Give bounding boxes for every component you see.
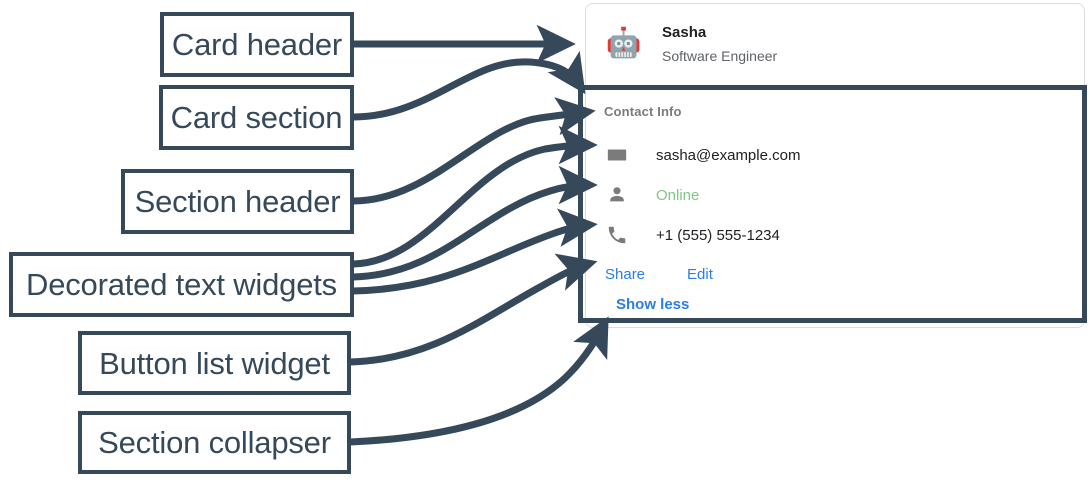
button-list-widget: Share Edit [605,266,1068,283]
arrow-decorated-text-3 [352,208,598,295]
callout-section-header: Section header [121,169,354,234]
person-icon [610,187,624,202]
card-section: Contact Info sasha@example.com Online +1 [586,86,1084,327]
arrow-decorated-text-2 [352,165,598,281]
phone-value: +1 (555) 555-1234 [656,226,780,244]
callout-section-collapser: Section collapser [78,411,351,474]
status-value: Online [656,186,700,204]
card-header: Sasha Software Engineer [586,4,1084,86]
callout-card-header: Card header [160,12,354,77]
card-header-subtitle: Software Engineer [662,47,778,64]
arrow-button-list [349,253,598,366]
callout-decorated-text-widgets: Decorated text widgets [9,252,354,317]
profile-card: Sasha Software Engineer Contact Info sas… [585,3,1085,328]
card-header-text: Sasha Software Engineer [662,22,777,67]
section-collapser-button[interactable]: Show less [616,296,690,313]
callout-button-list-widget: Button list widget [78,331,351,395]
share-button[interactable]: Share [605,266,646,283]
decorated-text-widget-phone: +1 (555) 555-1234 [602,215,1068,255]
callout-section-header-label: Section header [134,184,341,219]
edit-button[interactable]: Edit [687,266,713,283]
phone-icon [608,226,626,244]
email-value: sasha@example.com [656,146,801,164]
arrow-card-section [352,50,586,121]
card-header-title: Sasha [662,24,707,42]
arrow-section-collapser [349,316,609,446]
section-header: Contact Info [604,104,682,119]
email-icon [607,149,627,161]
decorated-text-widget-email: sasha@example.com [602,135,1068,175]
decorated-text-widget-status: Online [602,175,1068,215]
callout-card-section-label: Card section [170,100,343,135]
callout-decorated-text-widgets-label: Decorated text widgets [26,267,337,302]
callout-card-section: Card section [159,85,354,150]
callout-card-header-label: Card header [171,27,343,62]
robot-avatar-icon [607,26,640,58]
callout-section-collapser-label: Section collapser [98,425,331,460]
callout-button-list-widget-label: Button list widget [99,345,330,381]
arrow-section-header [352,97,596,205]
arrow-decorated-text-1 [352,125,598,268]
